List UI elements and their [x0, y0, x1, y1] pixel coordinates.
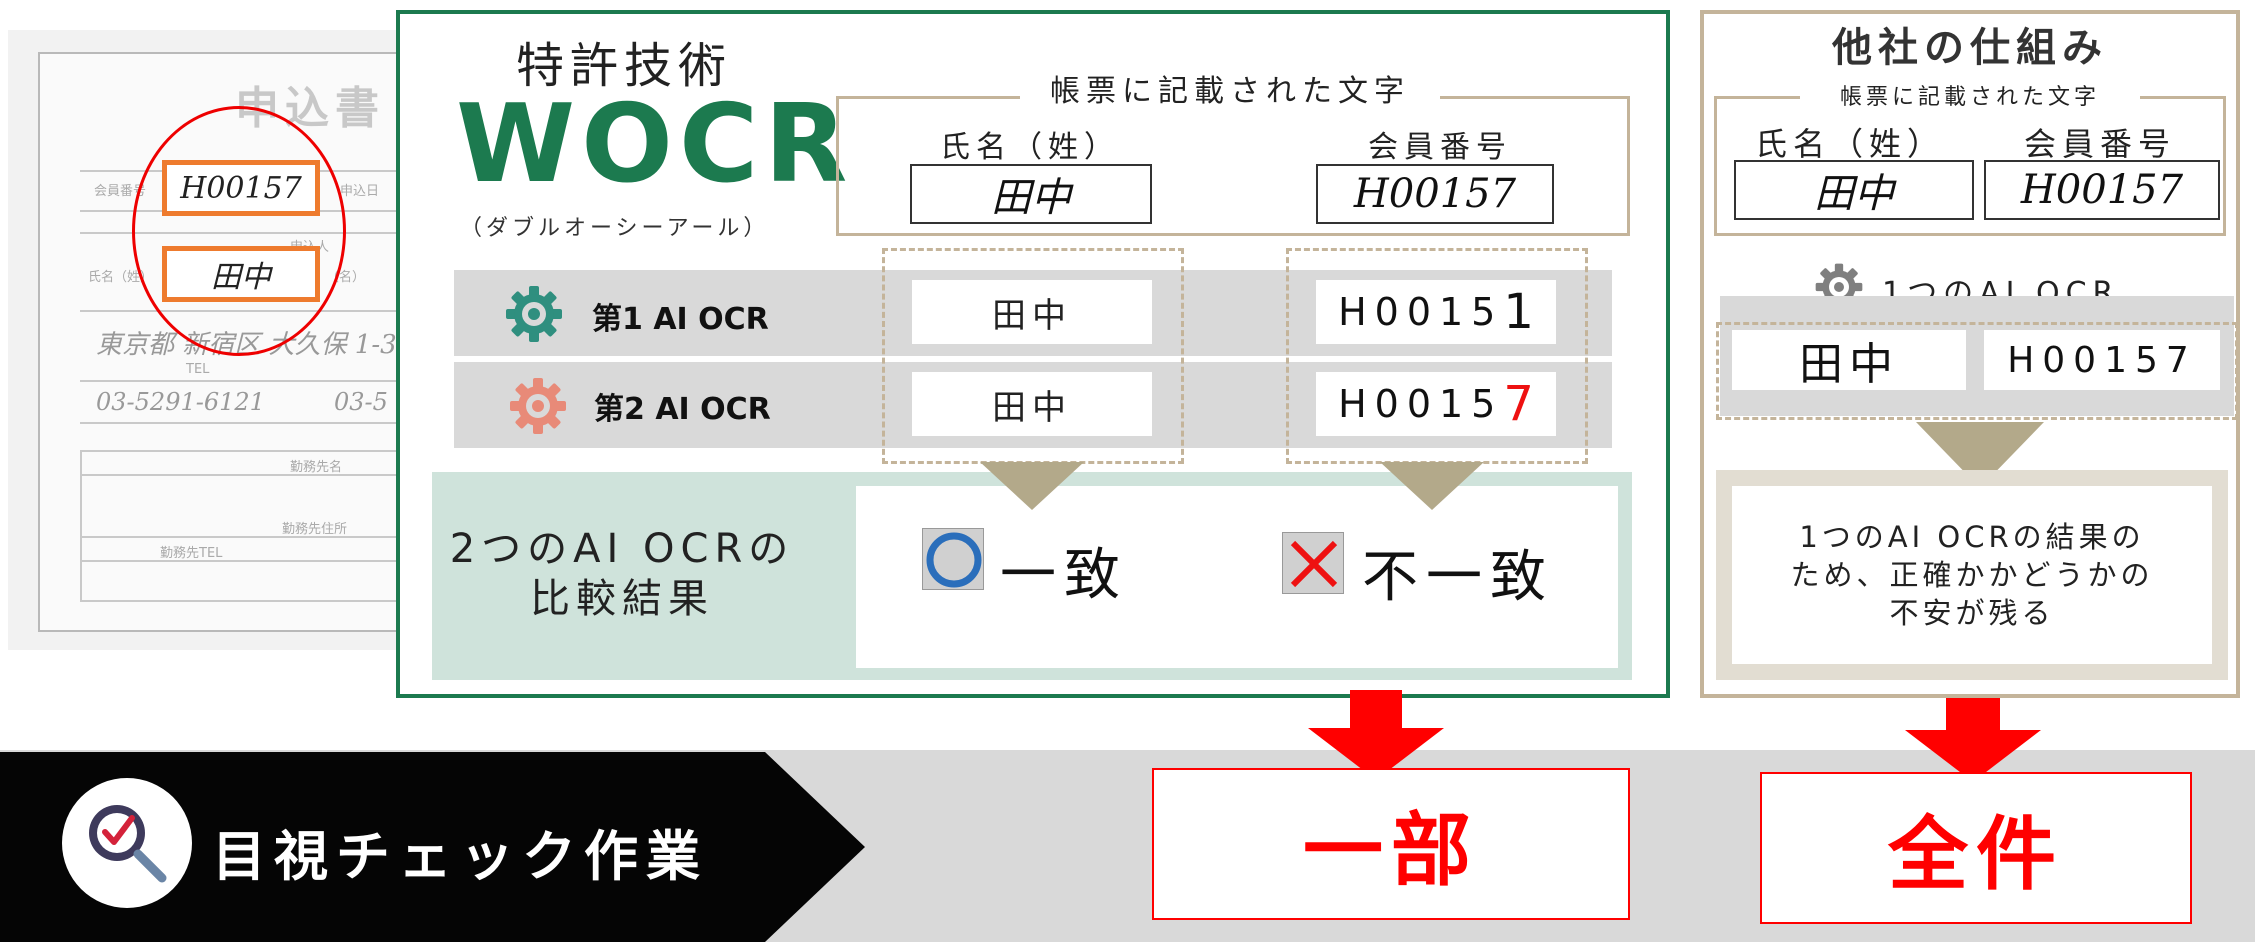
other-note: 1つのAI OCRの結果の ため、正確かかどうかの 不安が残る	[1732, 486, 2212, 664]
form-member-highlight: H00157	[162, 160, 320, 216]
handwritten-name: 田中	[910, 164, 1152, 224]
form-line	[80, 536, 408, 538]
other-col-name: 氏名（姓）	[1754, 125, 1945, 163]
ai1-name-value: 田中	[912, 280, 1152, 344]
gear-icon	[508, 376, 568, 436]
form-tel-value-2: 03-5	[334, 388, 388, 416]
highlight-ellipse	[132, 106, 346, 356]
cross-icon	[1282, 532, 1344, 594]
gear-icon	[1814, 262, 1864, 312]
ai1-member-prefix: H0015	[1338, 290, 1504, 334]
handwritten-member: H00157	[1316, 164, 1554, 224]
visual-check-label: 目視チェック作業	[212, 825, 708, 888]
wocr-reading: （ダブルオーシーアール）	[460, 216, 770, 241]
ai2-label: 第2 AI OCR	[594, 392, 771, 427]
form-member-label: 会員番号	[94, 184, 147, 199]
col-name-label: 氏名（姓）	[940, 130, 1120, 165]
other-note-line-1: 1つのAI OCRの結果の	[1799, 520, 2145, 554]
name-down-triangle	[980, 462, 1084, 510]
other-ocr-dashed-box	[1716, 322, 2238, 420]
compare-line-2: 比較結果	[530, 576, 714, 622]
partial-arrow-shaft	[1350, 690, 1402, 730]
circle-icon	[922, 528, 984, 590]
other-handwritten-name: 田中	[1734, 160, 1974, 220]
member-compare-column	[1286, 248, 1588, 464]
form-name-label: 氏名（姓）	[88, 270, 154, 285]
compare-line-1: 2つのAI OCRの	[449, 526, 795, 572]
ai2-member-prefix: H0015	[1338, 382, 1504, 426]
magnifier-check-icon	[89, 805, 167, 883]
other-note-line-3: 不安が残る	[1889, 596, 2055, 630]
other-heading: 他社の仕組み	[1832, 25, 2108, 71]
all-arrow-shaft	[1946, 698, 2000, 736]
ai2-member-last-digit: 7	[1503, 376, 1534, 432]
form-name-highlight: 田中	[162, 246, 320, 302]
form-work-table	[80, 450, 408, 602]
other-handwritten-member: H00157	[1984, 160, 2220, 220]
form-date-label: 申込日	[340, 184, 380, 199]
form-tel-label: TEL	[186, 362, 210, 377]
form-line	[80, 560, 408, 562]
other-note-line-2: ため、正確かかどうかの	[1790, 558, 2154, 592]
form-line	[80, 422, 408, 424]
ai1-member-last-digit: 1	[1503, 284, 1534, 340]
other-ai-member: H00157	[1984, 330, 2220, 390]
gear-icon	[504, 284, 564, 344]
all-result-box: 全件	[1760, 772, 2192, 924]
form-work-tel-label: 勤務先TEL	[160, 546, 223, 561]
form-work-address-label: 勤務先住所	[282, 522, 348, 537]
form-line	[80, 474, 408, 476]
form-work-label: 勤務先名	[290, 460, 343, 475]
other-written-chars-label: 帳票に記載された文字	[1800, 80, 2140, 110]
wocr-logo: WOCR	[456, 82, 854, 207]
magnifier-icon-circle	[62, 778, 192, 908]
ai2-name-value: 田中	[912, 372, 1152, 436]
ai1-label: 第1 AI OCR	[592, 302, 769, 337]
match-label: 一致	[1000, 543, 1128, 608]
mismatch-label: 不一致	[1362, 545, 1554, 610]
form-tel-value: 03-5291-6121	[96, 388, 265, 416]
other-col-member: 会員番号	[2023, 125, 2176, 163]
compare-result-label: 2つのAI OCRの 比較結果	[432, 524, 812, 624]
member-down-triangle	[1380, 462, 1484, 510]
form-line	[80, 380, 408, 382]
name-compare-column	[882, 248, 1184, 464]
partial-result-box: 一部	[1152, 768, 1630, 920]
written-chars-label: 帳票に記載された文字	[1020, 68, 1440, 109]
col-member-label: 会員番号	[1368, 130, 1512, 165]
patent-tech-heading: 特許技術	[516, 38, 733, 94]
other-ai-name: 田中	[1732, 330, 1966, 390]
